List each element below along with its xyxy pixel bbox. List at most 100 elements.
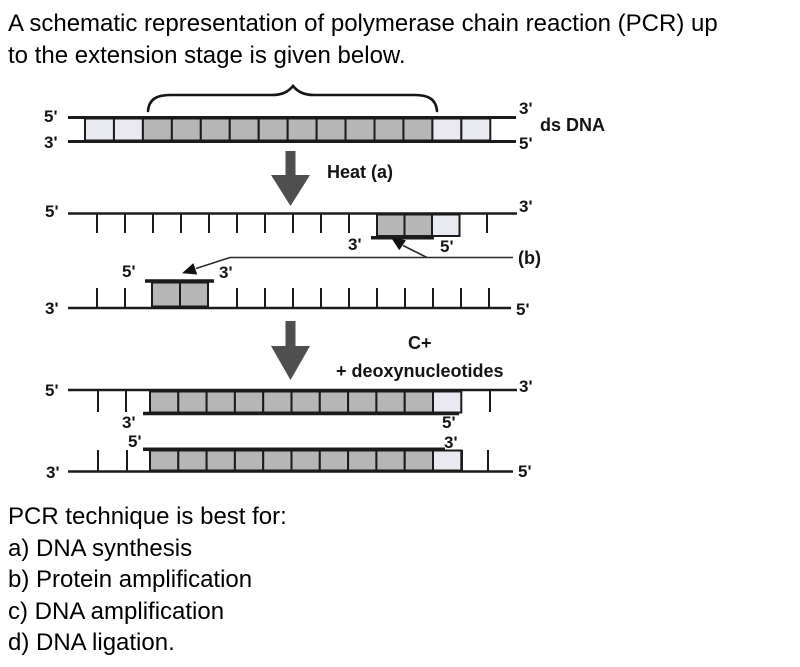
dna-segment xyxy=(318,449,350,472)
dna-segment xyxy=(179,281,209,308)
extension-arrow-head xyxy=(271,346,310,380)
dna-segment xyxy=(205,390,236,414)
three-prime-label: 3' xyxy=(46,463,60,482)
five-prime-label: 5' xyxy=(44,107,58,126)
dna-segment xyxy=(233,390,265,414)
dna-segment xyxy=(347,390,378,414)
five-prime-label: 5' xyxy=(122,262,136,281)
dna-segment xyxy=(290,390,321,414)
three-prime-label: 3' xyxy=(122,413,136,432)
pointer-segment-left xyxy=(195,256,231,270)
dna-segment xyxy=(112,117,144,142)
top-template-bases xyxy=(97,391,491,412)
dna-segment xyxy=(460,117,492,142)
three-prime-label: 3' xyxy=(519,197,533,216)
dna-segment xyxy=(199,117,231,142)
primer-forward-segments xyxy=(376,213,461,237)
heat-arrow-stem xyxy=(285,151,296,177)
dna-segment xyxy=(431,213,461,237)
pointer-arrowhead-right xyxy=(391,237,406,251)
step-b-label: (b) xyxy=(518,248,541,268)
heat-label: Heat (a) xyxy=(327,162,393,182)
extended-bottom-duplex: 5' 3' 3' 5' xyxy=(46,432,532,482)
dna-segment xyxy=(402,117,434,142)
five-prime-label: 5' xyxy=(45,381,59,400)
new-strand-bottom-segments xyxy=(149,449,463,472)
ds-dna-segments xyxy=(84,117,492,142)
dna-segment xyxy=(177,390,208,414)
c-plus-label: C+ xyxy=(408,333,432,353)
three-prime-label: 3' xyxy=(519,99,533,118)
extended-top-duplex: 5' 3' 3' 5' xyxy=(45,377,533,432)
intro-line-2: to the extension stage is given below. xyxy=(8,42,406,69)
dna-segment xyxy=(290,449,321,472)
denatured-top-strand: 3' 5' 5' 3' xyxy=(45,197,533,256)
dna-segment xyxy=(431,117,463,142)
dna-segment xyxy=(376,213,406,237)
pointer-arrowhead-left xyxy=(182,263,198,275)
extension-arrow-stem xyxy=(285,321,296,348)
three-prime-label: 3' xyxy=(44,133,58,152)
dna-segment xyxy=(170,117,202,142)
five-prime-label: 5' xyxy=(128,432,142,451)
dna-segment xyxy=(344,117,376,142)
dna-segment xyxy=(373,117,405,142)
dna-segment xyxy=(375,390,406,414)
heat-arrow: Heat (a) xyxy=(271,151,393,206)
extension-arrow: C+ + deoxynucleotides xyxy=(271,321,504,381)
dna-segment xyxy=(403,449,435,472)
three-prime-label: 3' xyxy=(45,299,59,318)
dna-segment xyxy=(318,390,350,414)
five-prime-label: 5' xyxy=(45,202,59,221)
pointer-line-b: (b) xyxy=(182,237,541,275)
dna-segment xyxy=(205,449,236,472)
question-prompt: PCR technique is best for: xyxy=(8,503,287,530)
primer-reverse-segments xyxy=(151,281,209,308)
amplified-region-brace xyxy=(146,83,439,113)
dna-segment xyxy=(84,117,115,142)
option-c: c) DNA amplification xyxy=(8,597,225,625)
dna-segment xyxy=(151,281,181,308)
five-prime-label: 5' xyxy=(516,300,530,319)
option-a: a) DNA synthesis xyxy=(8,534,193,562)
primer-forward: 3' 5' xyxy=(348,213,461,256)
dna-segment xyxy=(315,117,347,142)
dna-segment xyxy=(432,449,463,472)
pointer-segment-right xyxy=(402,244,428,259)
dna-segment xyxy=(432,390,463,414)
three-prime-label: 3' xyxy=(519,377,533,396)
dna-segment xyxy=(149,390,180,414)
dna-segment xyxy=(347,449,378,472)
dna-segment xyxy=(286,117,318,142)
dna-segment xyxy=(262,449,293,472)
new-strand-top-segments xyxy=(149,390,463,414)
five-prime-label: 5' xyxy=(442,413,456,432)
dna-segment xyxy=(375,449,406,472)
bottom-strand-bases xyxy=(96,288,490,307)
top-strand-bases xyxy=(96,214,488,233)
heat-arrow-head xyxy=(271,175,310,206)
three-prime-label: 3' xyxy=(444,433,458,452)
dna-segment xyxy=(228,117,260,142)
option-b: b) Protein amplification xyxy=(8,566,253,593)
primer-reverse: 5' 3' xyxy=(122,262,233,308)
deoxynucleotides-label: + deoxynucleotides xyxy=(336,361,504,381)
dna-segment xyxy=(149,449,180,472)
dna-segment xyxy=(177,449,208,472)
question-intro: A schematic representation of polymerase… xyxy=(8,8,798,72)
dna-segment xyxy=(233,449,265,472)
dna-segment xyxy=(403,390,435,414)
dna-segment xyxy=(403,213,433,237)
three-prime-label: 3' xyxy=(348,235,362,254)
ds-dna: 5' 3' 3' 5' ds DNA xyxy=(44,99,605,153)
option-d: d) DNA ligation. xyxy=(8,629,175,656)
pcr-schematic: 5' 3' 3' 5' ds DNA Heat (a) 3' 5' 5' 3' … xyxy=(44,83,605,482)
five-prime-label: 5' xyxy=(519,134,533,153)
three-prime-label: 3' xyxy=(219,263,233,282)
ds-dna-label: ds DNA xyxy=(540,115,605,135)
question-block: PCR technique is best for: a) DNA synthe… xyxy=(8,501,798,659)
bottom-template-bases xyxy=(97,450,489,471)
intro-line-1: A schematic representation of polymerase… xyxy=(8,10,718,37)
five-prime-label: 5' xyxy=(440,237,454,256)
dna-segment xyxy=(257,117,289,142)
